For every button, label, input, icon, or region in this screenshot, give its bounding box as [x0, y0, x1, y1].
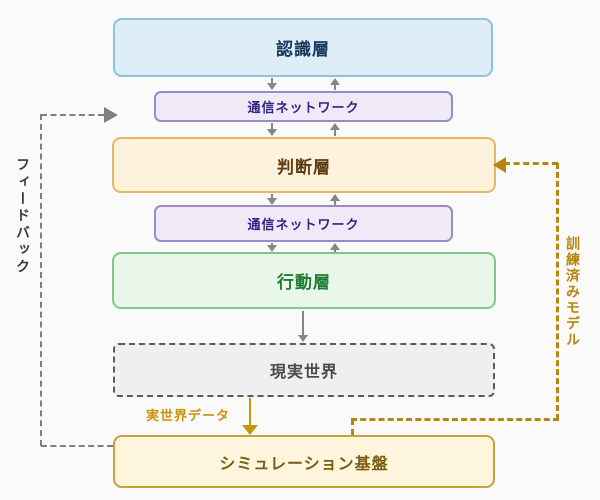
feedback-line-bottom [41, 445, 113, 447]
down-arrow-icon [267, 78, 277, 90]
node-judgment-layer: 判断層 [112, 137, 496, 193]
feedback-arrowhead-icon [104, 107, 118, 123]
down-arrow-icon [267, 243, 277, 252]
node-real-world: 現実世界 [113, 343, 495, 397]
trained-model-line-vertical [556, 163, 559, 420]
trained-model-line-top [504, 162, 558, 165]
real-world-data-arrow [242, 398, 258, 435]
down-arrow-icon [298, 311, 308, 342]
up-arrow-icon [330, 78, 340, 90]
up-arrow-icon [330, 123, 340, 136]
trained-model-line-bottom [351, 418, 559, 421]
feedback-line-vertical [40, 114, 42, 446]
node-recognition-layer: 認識層 [113, 18, 493, 77]
feedback-label: フィードバック [14, 157, 30, 276]
real-world-data-label: 実世界データ [146, 409, 231, 424]
trained-model-label: 訓練済みモデル [564, 236, 580, 348]
node-action-layer: 行動層 [112, 252, 496, 309]
feedback-line-top [41, 114, 104, 116]
node-simulation-platform: シミュレーション基盤 [113, 435, 495, 488]
trained-model-arrowhead-icon [493, 157, 506, 173]
up-arrow-icon [330, 243, 340, 252]
node-comm-network-2: 通信ネットワーク [154, 205, 453, 242]
up-arrow-icon [330, 194, 340, 205]
down-arrow-icon [267, 123, 277, 136]
trained-model-line-stub [351, 419, 354, 435]
down-arrow-icon [267, 194, 277, 205]
node-comm-network-1: 通信ネットワーク [154, 91, 453, 122]
